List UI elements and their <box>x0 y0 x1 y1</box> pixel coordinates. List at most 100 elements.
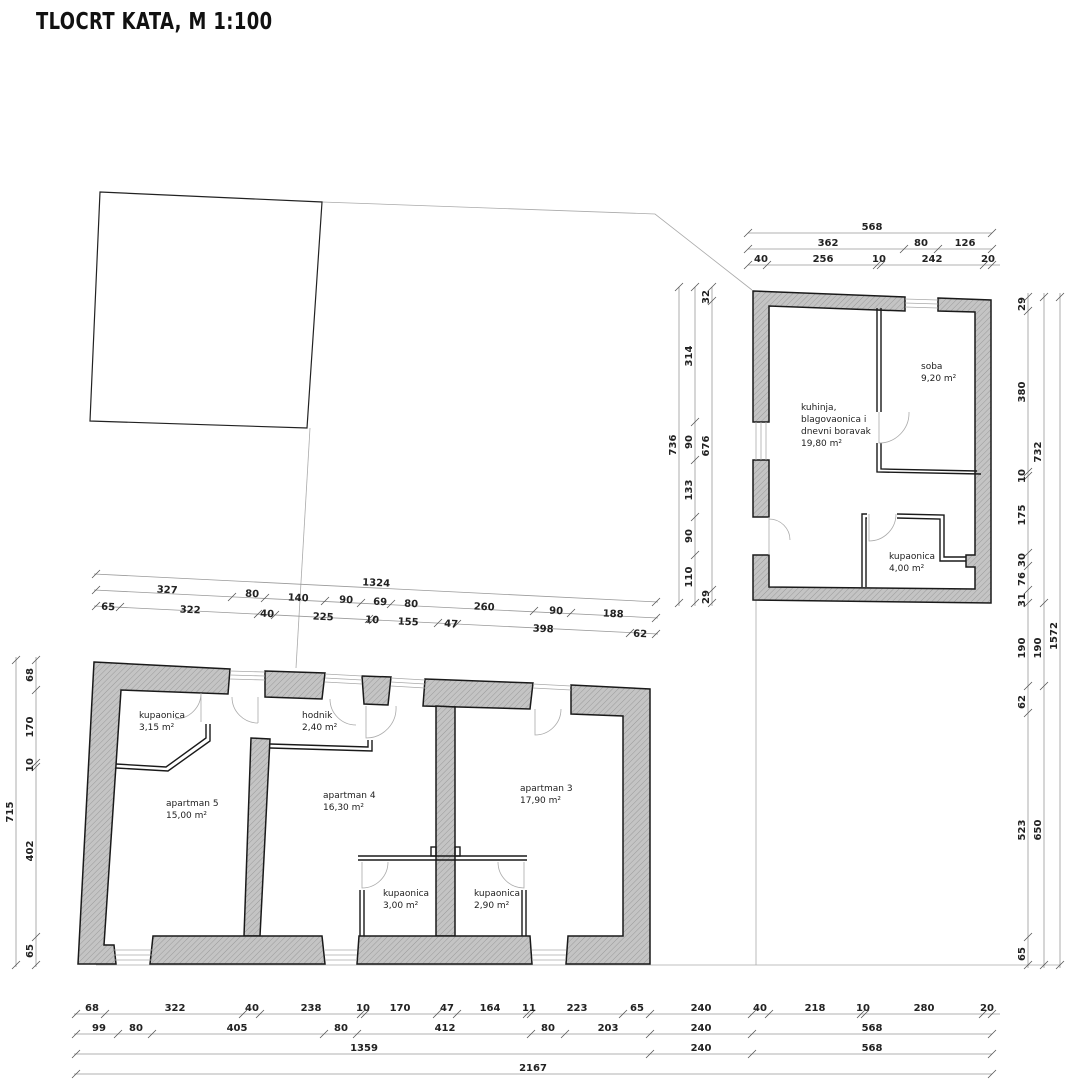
svg-text:190: 190 <box>1017 638 1028 659</box>
svg-text:260: 260 <box>473 601 494 613</box>
svg-text:170: 170 <box>25 717 36 738</box>
main-thin-partitions <box>115 724 527 936</box>
svg-text:402: 402 <box>25 841 36 862</box>
svg-text:1359: 1359 <box>350 1043 378 1054</box>
svg-text:164: 164 <box>480 1003 501 1014</box>
svg-text:76: 76 <box>1017 572 1028 586</box>
svg-text:10: 10 <box>356 1003 370 1014</box>
svg-text:68: 68 <box>85 1003 99 1014</box>
svg-text:715: 715 <box>5 802 16 823</box>
svg-text:65: 65 <box>1017 947 1028 961</box>
neighbouring-building-outline <box>89 191 323 429</box>
svg-text:676: 676 <box>701 436 712 457</box>
annex-thin-partitions <box>861 308 982 587</box>
svg-text:32: 32 <box>701 290 712 304</box>
svg-text:240: 240 <box>691 1023 712 1034</box>
openings-main <box>114 670 572 961</box>
svg-text:10: 10 <box>856 1003 870 1014</box>
main-top-dimensions: 1324 327 80 140 90 69 80 260 90 188 65 3… <box>101 577 647 640</box>
svg-text:80: 80 <box>129 1023 143 1034</box>
svg-text:80: 80 <box>334 1023 348 1034</box>
svg-text:133: 133 <box>684 480 695 501</box>
svg-text:47: 47 <box>444 619 458 631</box>
svg-text:31: 31 <box>1017 593 1028 607</box>
svg-text:223: 223 <box>567 1003 588 1014</box>
svg-text:68: 68 <box>25 668 36 682</box>
svg-text:190: 190 <box>1033 638 1044 659</box>
annex-left-dimensions: 736 314 90 133 90 110 32 676 29 <box>668 290 712 604</box>
svg-text:327: 327 <box>156 584 177 596</box>
svg-text:405: 405 <box>227 1023 248 1034</box>
svg-text:90: 90 <box>684 529 695 543</box>
site-outline <box>96 201 1060 966</box>
svg-text:2167: 2167 <box>519 1063 547 1074</box>
svg-text:240: 240 <box>691 1003 712 1014</box>
svg-text:65: 65 <box>630 1003 644 1014</box>
svg-text:40: 40 <box>245 1003 259 1014</box>
svg-text:736: 736 <box>668 435 679 456</box>
svg-text:188: 188 <box>602 608 623 620</box>
svg-text:65: 65 <box>25 944 36 958</box>
svg-text:62: 62 <box>1017 695 1028 709</box>
svg-text:69: 69 <box>373 597 387 609</box>
svg-text:20: 20 <box>980 1003 994 1014</box>
svg-text:62: 62 <box>633 629 647 641</box>
svg-text:90: 90 <box>549 606 563 618</box>
svg-text:523: 523 <box>1017 820 1028 841</box>
svg-text:47: 47 <box>440 1003 454 1014</box>
svg-text:65: 65 <box>101 602 115 614</box>
svg-text:568: 568 <box>862 1043 883 1054</box>
svg-text:29: 29 <box>1017 297 1028 311</box>
svg-text:10: 10 <box>1017 469 1028 483</box>
annex-top-dimensions: 568 362 80 126 40 256 10 242 20 <box>754 222 995 265</box>
svg-text:80: 80 <box>245 589 259 601</box>
svg-text:218: 218 <box>805 1003 826 1014</box>
svg-text:225: 225 <box>312 611 333 623</box>
svg-text:140: 140 <box>287 592 308 604</box>
bottom-dimensions: 68 322 40 238 10 170 47 164 11 223 65 24… <box>85 1003 994 1074</box>
svg-text:80: 80 <box>541 1023 555 1034</box>
svg-text:568: 568 <box>862 1023 883 1034</box>
svg-text:314: 314 <box>684 346 695 367</box>
svg-text:238: 238 <box>301 1003 322 1014</box>
svg-text:40: 40 <box>754 254 768 265</box>
svg-text:203: 203 <box>598 1023 619 1034</box>
svg-text:280: 280 <box>914 1003 935 1014</box>
svg-text:398: 398 <box>532 623 553 635</box>
openings-annex <box>755 298 939 555</box>
svg-text:126: 126 <box>955 238 976 249</box>
drawing-title: TLOCRT KATA, M 1:100 <box>36 9 273 35</box>
svg-text:155: 155 <box>397 616 418 628</box>
svg-text:90: 90 <box>339 595 353 607</box>
dimension-lines <box>15 232 1061 1075</box>
svg-text:40: 40 <box>260 609 274 621</box>
svg-text:10: 10 <box>872 254 886 265</box>
svg-text:380: 380 <box>1017 382 1028 403</box>
svg-text:170: 170 <box>390 1003 411 1014</box>
svg-text:175: 175 <box>1017 505 1028 526</box>
svg-text:90: 90 <box>684 435 695 449</box>
svg-text:29: 29 <box>701 590 712 604</box>
svg-text:256: 256 <box>813 254 834 265</box>
svg-text:10: 10 <box>25 758 36 772</box>
svg-text:412: 412 <box>435 1023 456 1034</box>
right-side-dimensions: 29 380 10 175 30 76 31 190 62 523 65 732… <box>1017 297 1060 961</box>
svg-text:732: 732 <box>1033 442 1044 463</box>
svg-text:1324: 1324 <box>362 577 390 589</box>
svg-text:322: 322 <box>179 604 200 616</box>
svg-text:11: 11 <box>522 1003 536 1014</box>
svg-text:1572: 1572 <box>1049 622 1060 650</box>
svg-text:40: 40 <box>753 1003 767 1014</box>
